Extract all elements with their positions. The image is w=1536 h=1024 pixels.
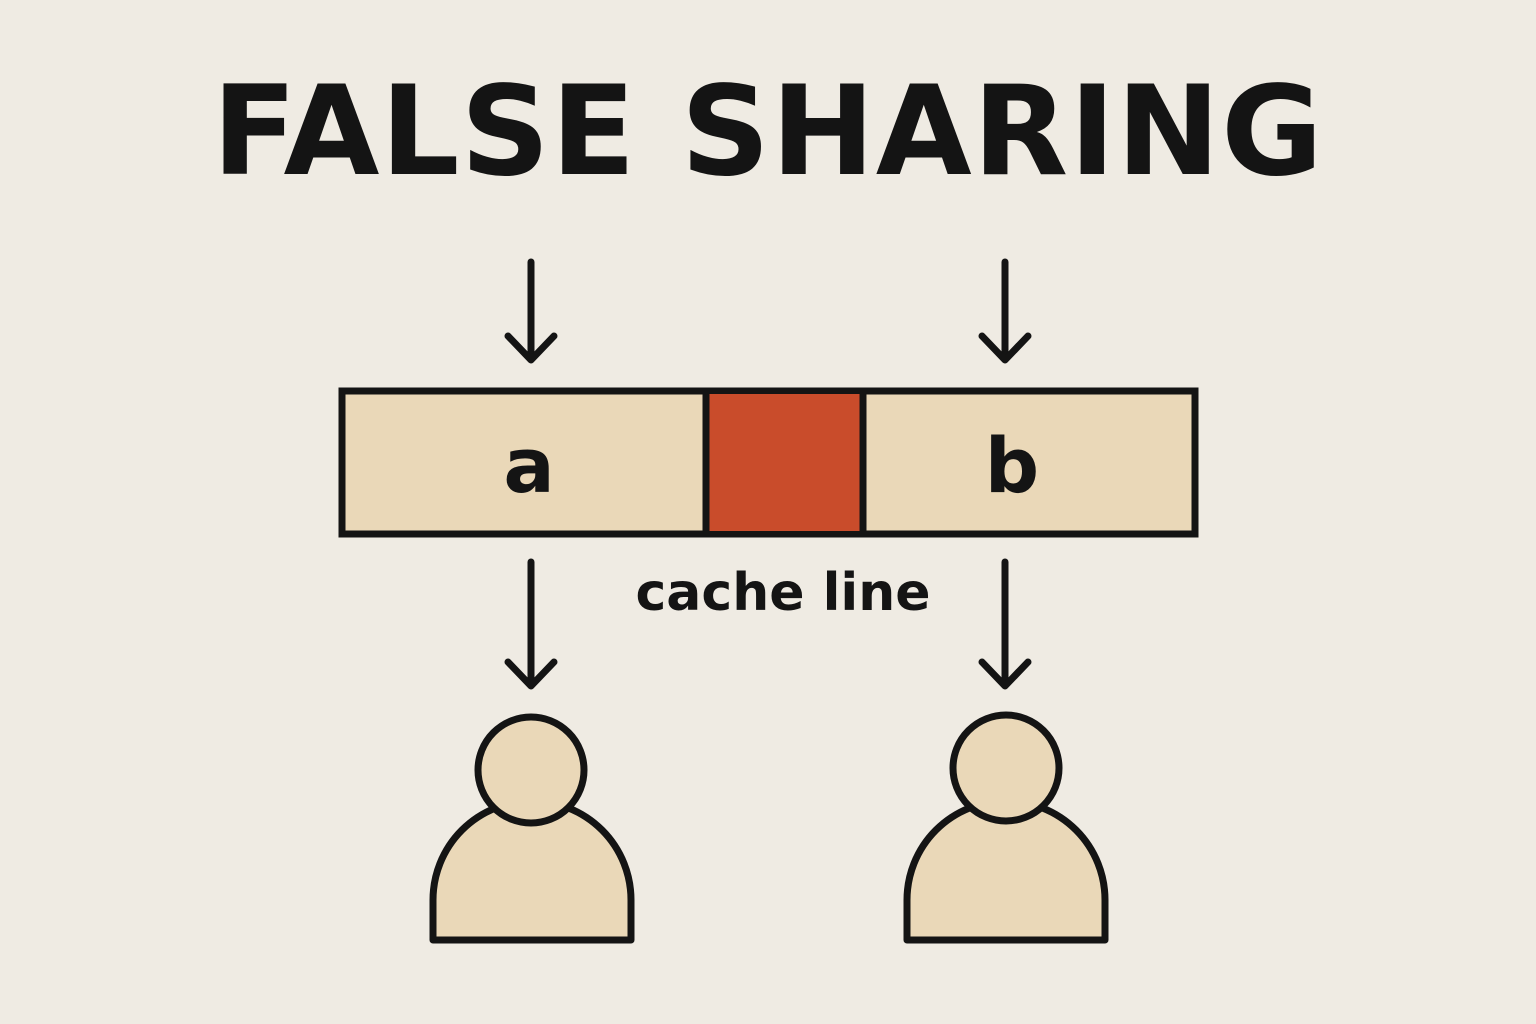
cache-line-caption: cache line	[635, 563, 930, 623]
person-icon	[429, 713, 635, 944]
down-arrow-icon	[504, 558, 558, 690]
diagram-title: FALSE SHARING	[212, 60, 1324, 204]
down-arrow-icon	[504, 258, 558, 364]
cell-label-b: b	[985, 421, 1039, 510]
cell-label-a: a	[503, 421, 554, 510]
down-arrow-icon	[978, 558, 1032, 690]
person-icon	[903, 711, 1109, 944]
shared-cache-cell	[706, 394, 863, 531]
down-arrow-icon	[978, 258, 1032, 364]
cache-line: a b	[338, 387, 1199, 538]
